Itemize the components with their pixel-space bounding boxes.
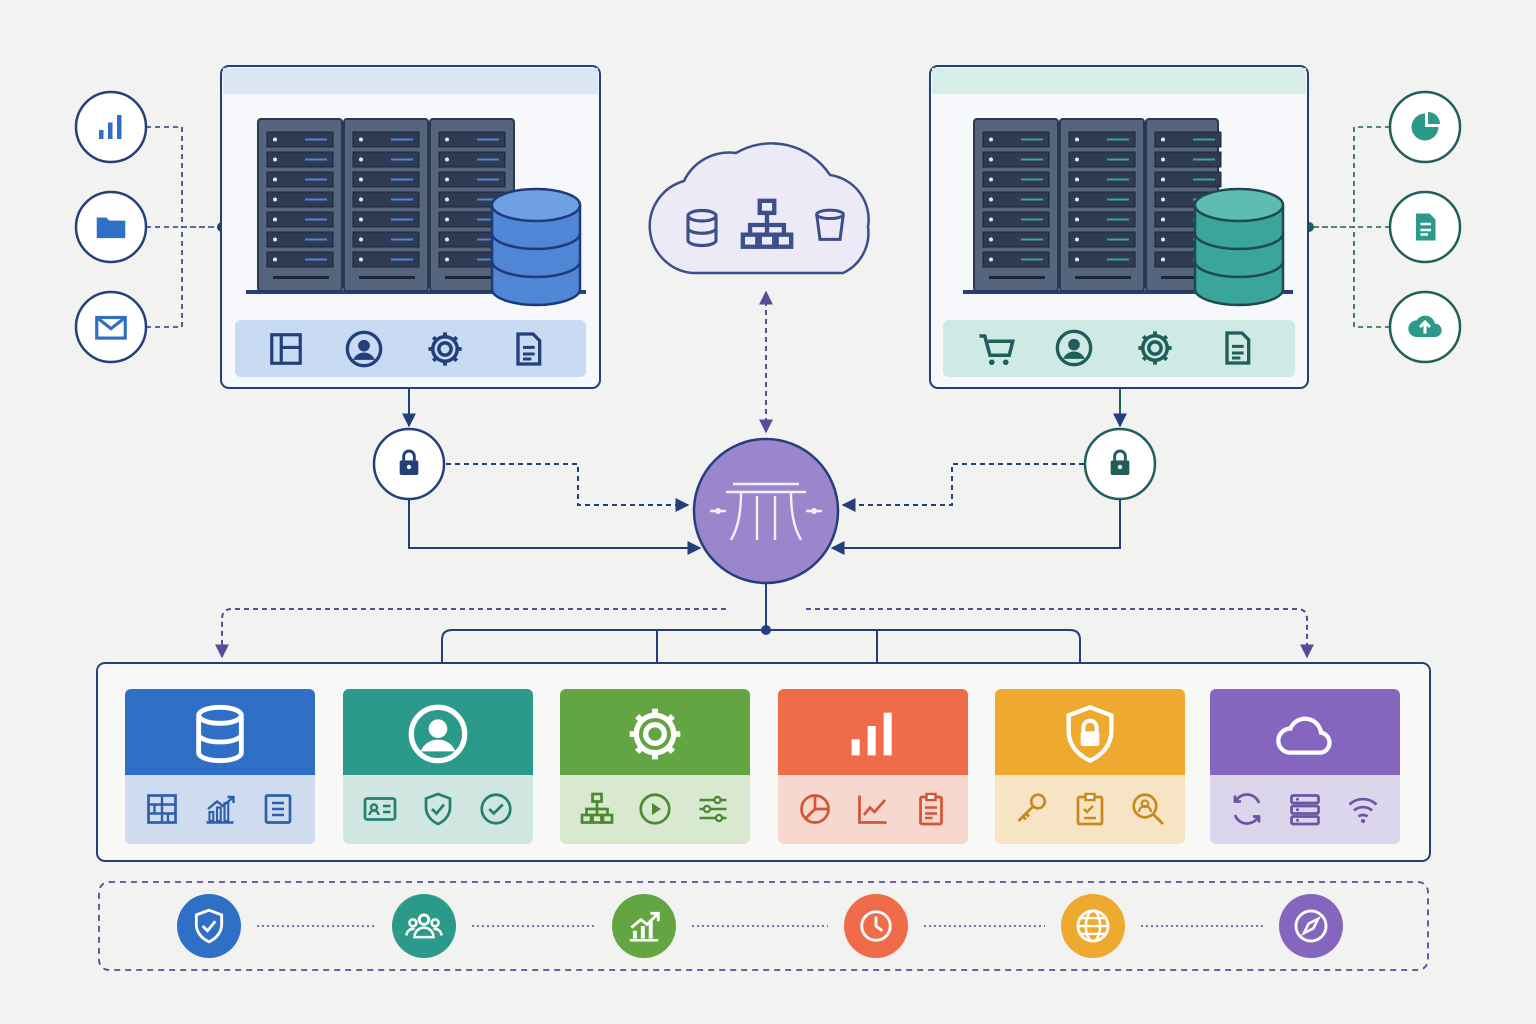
features-strip xyxy=(98,881,1429,971)
right-server-panel xyxy=(929,65,1309,389)
globe-feature[interactable] xyxy=(1061,894,1125,958)
folder-button[interactable] xyxy=(74,190,148,264)
document-button[interactable] xyxy=(1388,190,1462,264)
module-card-security[interactable] xyxy=(995,689,1185,844)
compass-feature[interactable] xyxy=(1279,894,1343,958)
left-lock-node[interactable] xyxy=(372,427,446,501)
server-rack xyxy=(257,118,515,292)
module-card-cloud[interactable] xyxy=(1210,689,1400,844)
mail-button[interactable] xyxy=(74,290,148,364)
document-icon xyxy=(1414,212,1437,242)
right-lock-node[interactable] xyxy=(1083,427,1157,501)
team-feature[interactable] xyxy=(392,894,456,958)
left-server-panel xyxy=(220,65,601,389)
database-icon xyxy=(1193,187,1285,307)
clock-feature[interactable] xyxy=(844,894,908,958)
growth-chart-feature[interactable] xyxy=(612,894,676,958)
pie-chart-button[interactable] xyxy=(1388,90,1462,164)
server-rack xyxy=(973,118,1222,292)
module-card-analytics[interactable] xyxy=(778,689,968,844)
connectors xyxy=(146,126,1390,680)
module-card-settings[interactable] xyxy=(560,689,750,844)
module-card-database[interactable] xyxy=(125,689,315,844)
database-icon xyxy=(490,187,582,307)
bar-chart-button[interactable] xyxy=(74,90,148,164)
gateway-icon xyxy=(710,482,822,541)
module-card-users[interactable] xyxy=(343,689,533,844)
cloud-node[interactable] xyxy=(648,142,870,275)
sliders-icon[interactable] xyxy=(698,795,728,823)
cloud-upload-button[interactable] xyxy=(1388,290,1462,364)
api-gateway-hub[interactable] xyxy=(692,437,840,585)
shield-check-feature[interactable] xyxy=(177,894,241,958)
